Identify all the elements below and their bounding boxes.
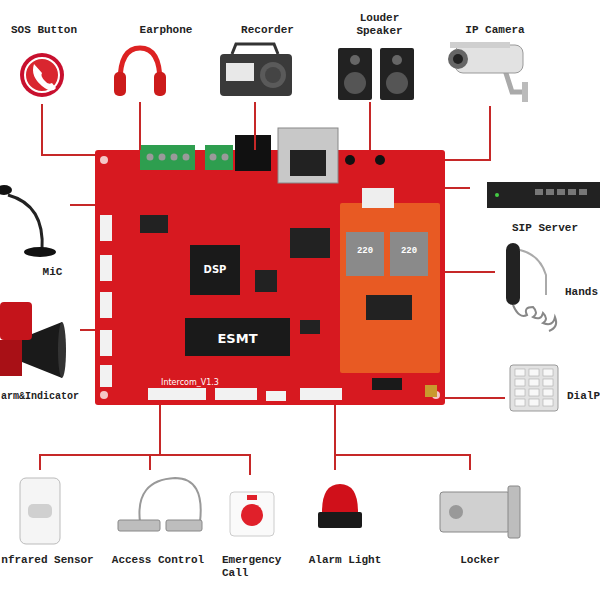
- infrared-sensor-icon: [20, 478, 60, 544]
- wire-connector: [80, 329, 95, 331]
- device-node: nfrared Sensor: [0, 470, 95, 570]
- device-label: MiC: [35, 266, 70, 279]
- device-label: Earphone: [132, 24, 200, 37]
- device-node: IP Camera: [445, 18, 565, 106]
- recorder-icon: [220, 44, 292, 96]
- device-node: Emergency Call: [215, 475, 290, 582]
- chip-marking: ESMT: [205, 331, 270, 346]
- device-node: DialP: [505, 360, 600, 415]
- wire-connector: [445, 271, 495, 273]
- device-label: nfrared Sensor: [0, 554, 95, 567]
- device-node: Locker: [430, 470, 530, 570]
- access-control-icon: [118, 478, 202, 531]
- device-label: IP Camera: [445, 24, 545, 37]
- device-label: Access Control: [108, 554, 208, 567]
- wire-connector: [160, 405, 250, 475]
- chip-marking: 220: [394, 246, 424, 257]
- chip-marking: DSP: [200, 264, 230, 276]
- device-label: Emergency Call: [222, 554, 290, 580]
- device-label: Louder Speaker: [352, 12, 407, 38]
- device-label: SOS Button: [0, 24, 88, 37]
- device-node: Alarm Light: [300, 470, 390, 570]
- microphone-icon: [0, 185, 56, 257]
- wire-connector: [150, 405, 160, 470]
- device-label: Locker: [440, 554, 520, 567]
- sos-button-icon: [20, 53, 64, 97]
- wire-connector: [40, 405, 160, 470]
- wire-connector: [445, 187, 470, 189]
- wire-connector: [254, 102, 256, 150]
- device-node: Earphone: [112, 18, 200, 102]
- dialpad-icon: [510, 365, 558, 411]
- device-label: arm&Indicator: [0, 391, 80, 403]
- emergency-call-icon: [230, 492, 274, 536]
- device-node: SIP Server: [470, 176, 600, 238]
- wire-connector: [335, 405, 470, 470]
- speaker-icon: [338, 48, 414, 100]
- wire-connector: [369, 102, 371, 150]
- device-node: Hands: [495, 240, 600, 335]
- device-label: Alarm Light: [300, 554, 390, 567]
- device-node: Access Control: [108, 470, 208, 570]
- device-node: MiC: [0, 170, 70, 280]
- board-label: Intercom_V1.3: [145, 378, 235, 388]
- wire-connector: [445, 397, 505, 399]
- ip-camera-icon: [448, 42, 528, 102]
- alarm-indicator-icon: [0, 302, 66, 378]
- alarm-light-icon: [318, 484, 362, 528]
- device-node: arm&Indicator: [0, 300, 80, 406]
- device-label: Recorder: [225, 24, 310, 37]
- handset-icon: [506, 243, 556, 331]
- intercom-board: [95, 128, 445, 405]
- sip-server-icon: [487, 182, 600, 208]
- device-label: SIP Server: [500, 222, 590, 235]
- device-label: DialP: [567, 390, 600, 403]
- device-node: Recorder: [215, 18, 310, 102]
- wire-connector: [70, 204, 95, 206]
- earphone-icon: [114, 48, 166, 96]
- wire-connector: [42, 104, 95, 155]
- device-node: SOS Button: [0, 18, 88, 104]
- wire-connector: [139, 102, 141, 150]
- device-node: Louder Speaker: [330, 10, 425, 102]
- device-label: Hands: [565, 286, 600, 299]
- board-node: Intercom_V1.3: [95, 150, 445, 405]
- wire-connector: [445, 106, 490, 160]
- locker-icon: [440, 486, 520, 538]
- chip-marking: 220: [350, 246, 380, 257]
